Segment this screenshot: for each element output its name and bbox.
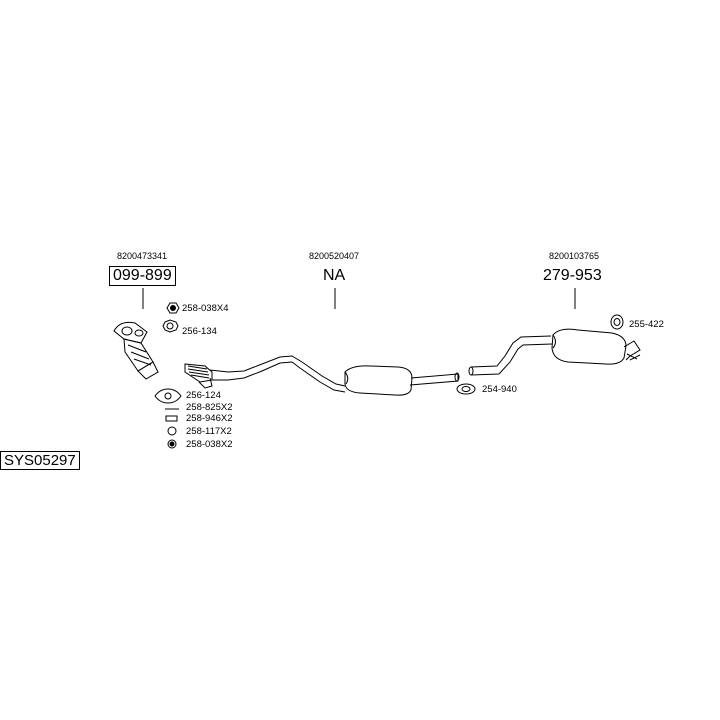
system-code: SYS05297 <box>0 451 80 470</box>
label-clamp[interactable]: 254-940 <box>482 384 517 395</box>
oval-gasket-icon <box>154 388 182 404</box>
rear-muffler <box>551 328 641 365</box>
part-number-front[interactable]: 099-899 <box>109 266 176 286</box>
nut-icon <box>166 302 180 314</box>
center-muffler <box>344 365 460 396</box>
label-gasket-bottom[interactable]: 256-124 <box>186 390 221 401</box>
hanger-icon <box>610 314 624 330</box>
oem-number-front: 8200473341 <box>117 251 168 261</box>
label-nut-bottom[interactable]: 258-038X2 <box>186 439 233 450</box>
label-ring[interactable]: 258-117X2 <box>186 426 232 437</box>
flex-pipe <box>184 363 213 389</box>
label-hanger[interactable]: 255-422 <box>629 319 664 330</box>
clamp-icon <box>456 383 476 395</box>
gasket-icon <box>162 319 179 333</box>
label-bolt[interactable]: 258-825X2 <box>186 402 233 413</box>
front-pipe <box>209 355 346 393</box>
label-spring[interactable]: 258-946X2 <box>186 413 233 424</box>
oem-number-rear: 8200103765 <box>549 251 600 261</box>
label-nut-top[interactable]: 258-038X4 <box>182 303 229 314</box>
part-number-rear[interactable]: 279-953 <box>543 267 602 284</box>
rear-pipe <box>468 335 553 376</box>
part-number-middle[interactable]: NA <box>323 267 346 284</box>
catalytic-converter <box>113 321 159 380</box>
oem-number-middle: 8200520407 <box>309 251 360 261</box>
spring-icon <box>165 415 178 422</box>
nut-bottom-icon <box>167 439 177 449</box>
label-gasket-top[interactable]: 256-134 <box>182 326 217 337</box>
ring-icon <box>167 426 177 436</box>
